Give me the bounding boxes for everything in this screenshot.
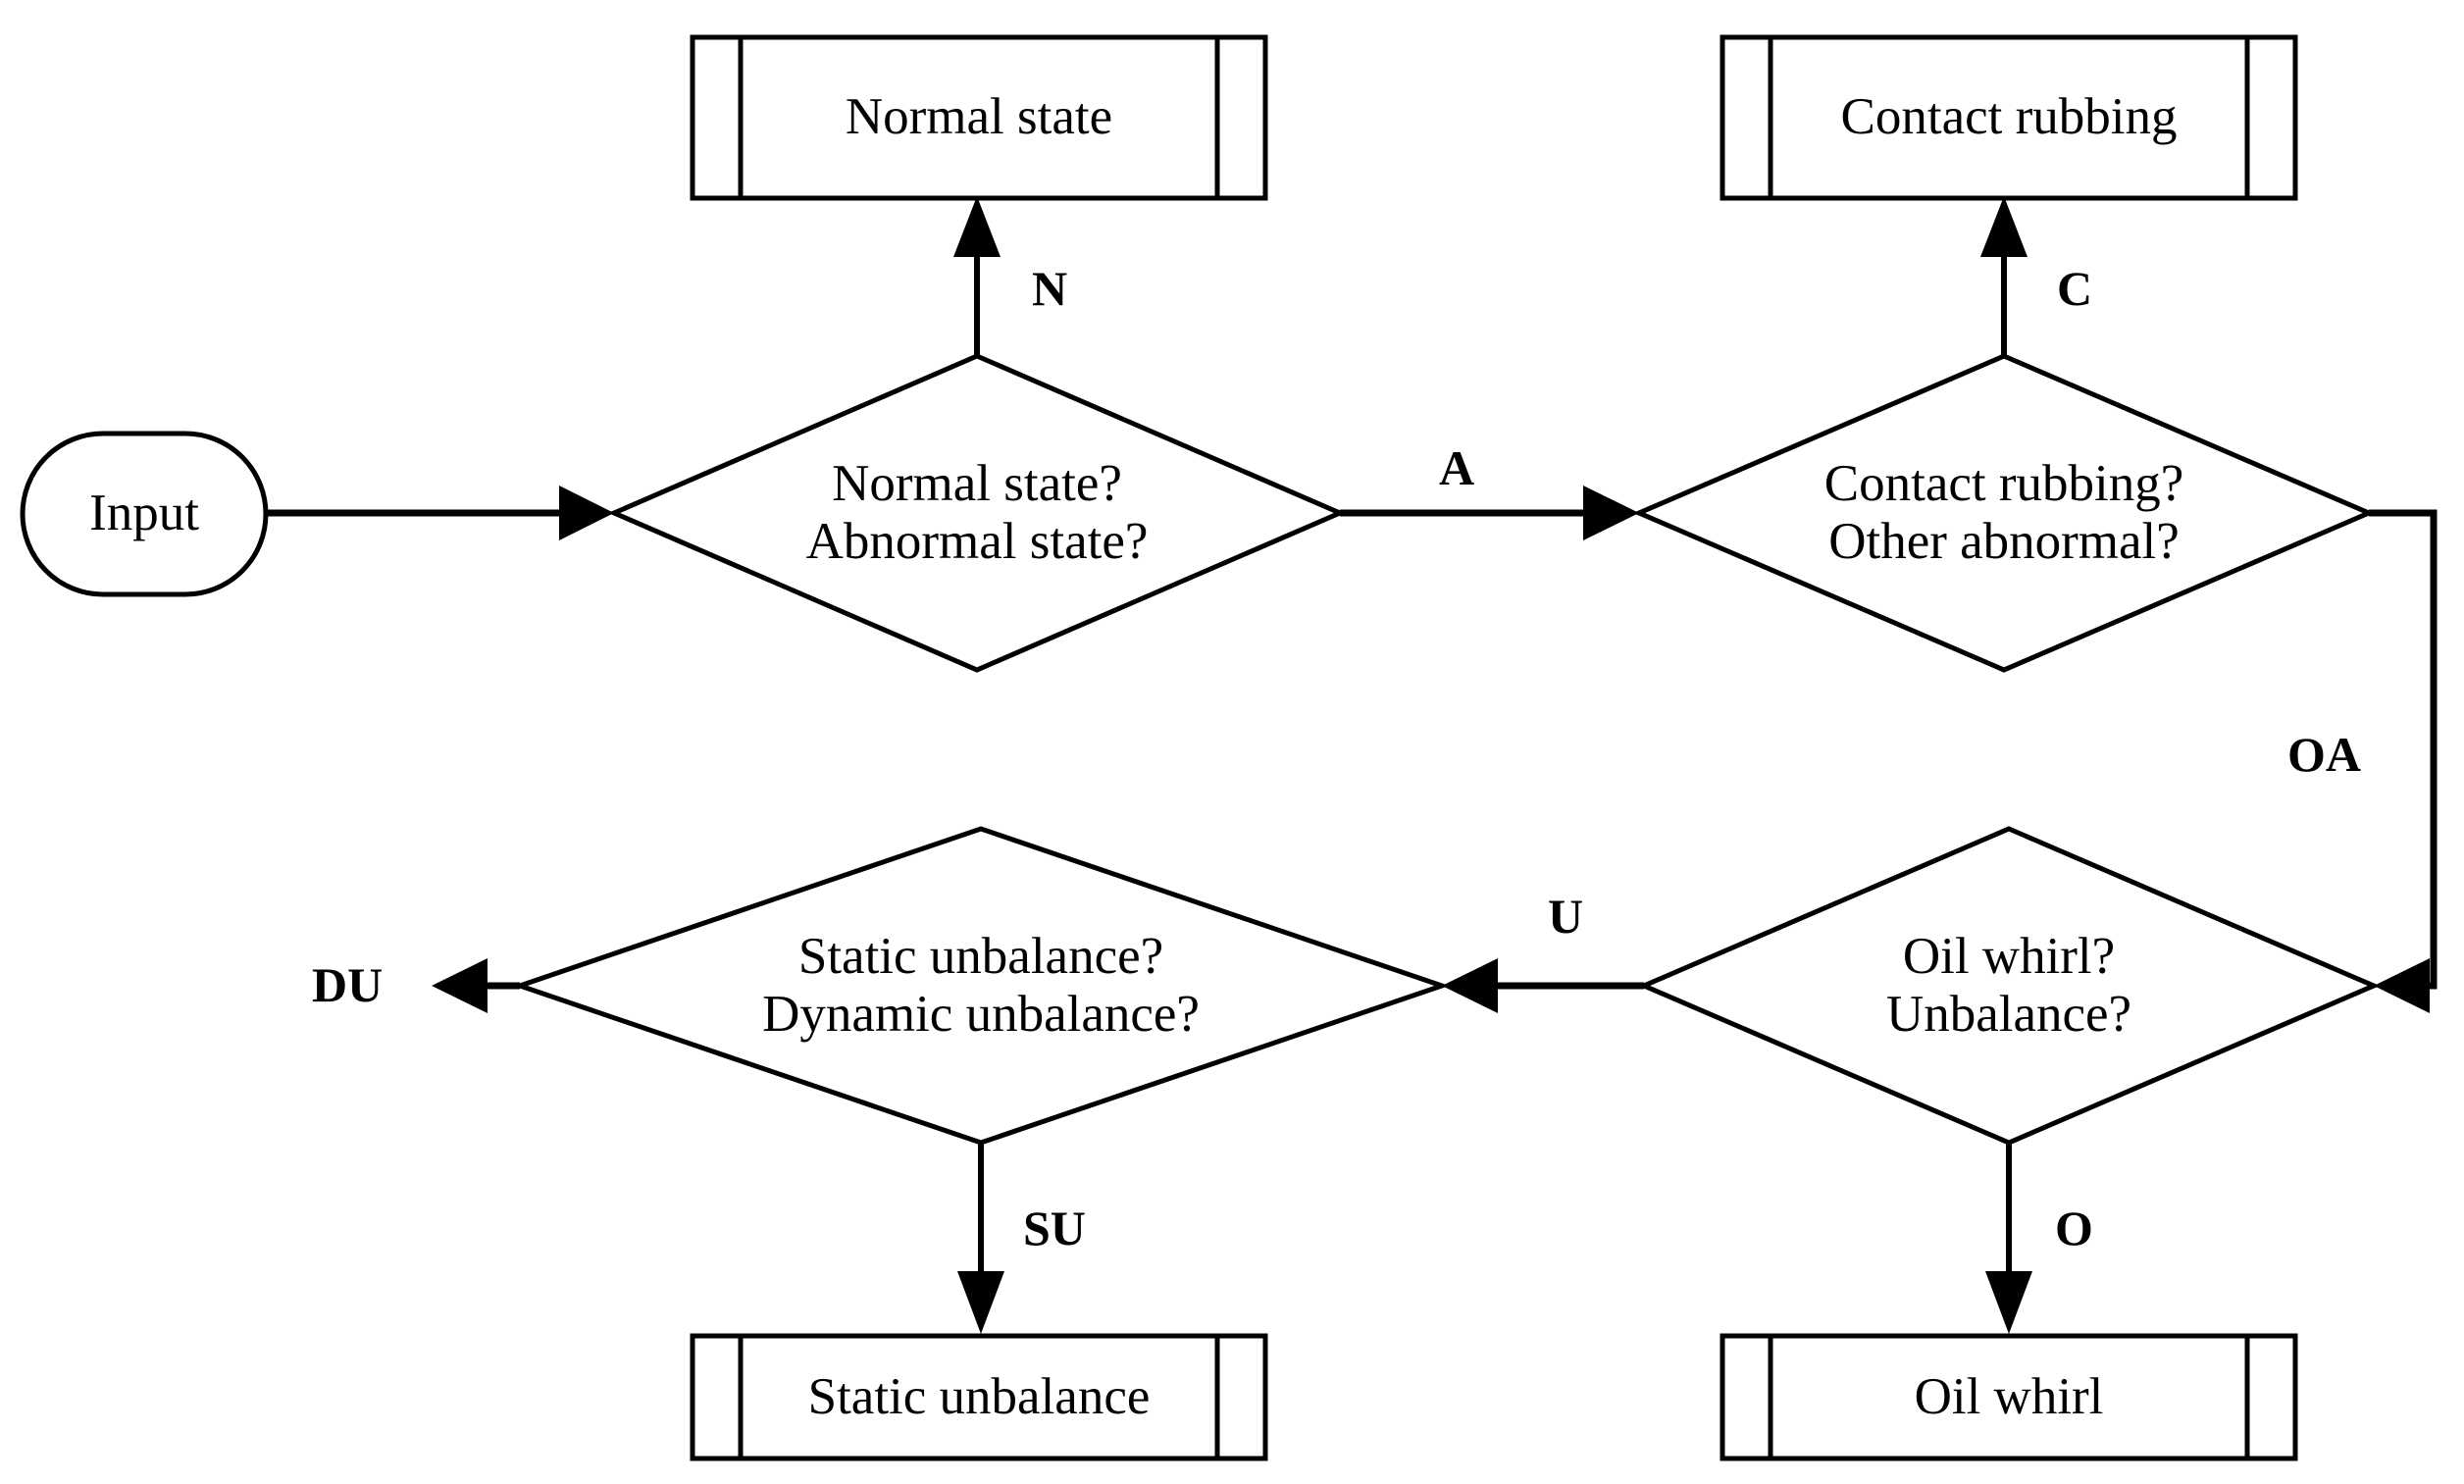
decision-normal-line1: Normal state? [832, 454, 1122, 512]
edge-label-o: O [2055, 1201, 2093, 1255]
connector-decision-normal-to-decision-rubbing [1340, 486, 1639, 540]
decision-unbalance-line2: Dynamic unbalance? [762, 986, 1200, 1043]
decision-oil-line2: Unbalance? [1885, 986, 2132, 1043]
contact-rubbing-result-box [1720, 34, 2298, 201]
input-terminal-shape [20, 431, 269, 597]
decision-normal-label-group: Normal state? Abnormal state? [614, 444, 1340, 582]
static-unbalance-result-box [690, 1333, 1268, 1461]
edge-label-su: SU [1023, 1201, 1086, 1255]
decision-oil-label-group: Oil whirl? Unbalance? [1644, 917, 2374, 1054]
edge-label-du: DU [312, 957, 384, 1012]
decision-rubbing-line2: Other abnormal? [1828, 513, 2180, 570]
connector-decision-rubbing-to-contact-rubbing [1980, 196, 2028, 356]
connector-decision-oil-to-oil-whirl [1985, 1143, 2032, 1334]
decision-rubbing-diamond [1632, 353, 2376, 673]
decision-rubbing-line1: Contact rubbing? [1823, 454, 2184, 512]
decision-rubbing-label-group: Contact rubbing? Other abnormal? [1639, 444, 2369, 582]
normal-state-result-box [690, 34, 1268, 201]
connector-input-to-decision-normal [266, 486, 614, 540]
edge-label-a: A [1439, 440, 1475, 495]
decision-normal-line2: Abnormal state? [805, 513, 1149, 570]
edge-label-c: C [2057, 261, 2093, 316]
decision-unbalance-label-group: Static unbalance? Dynamic unbalance? [520, 917, 1442, 1054]
edge-label-n: N [1032, 261, 1068, 316]
connector-decision-oil-to-decision-unbalance [1442, 958, 1644, 1013]
connector-decision-unbalance-to-static-unbalance [957, 1143, 1004, 1334]
decision-unbalance-line1: Static unbalance? [797, 927, 1164, 985]
decision-oil-line1: Oil whirl? [1902, 927, 2116, 985]
decision-normal-diamond [607, 353, 1347, 673]
connector-decision-normal-to-normal-state [953, 196, 1001, 356]
oil-whirl-result-box [1720, 1333, 2298, 1461]
edge-label-u: U [1548, 889, 1584, 944]
connector-decision-rubbing-to-decision-oil [2369, 509, 2438, 1013]
connector-decision-unbalance-dynamic-out [432, 958, 520, 1013]
edge-label-oa: OA [2287, 727, 2361, 782]
